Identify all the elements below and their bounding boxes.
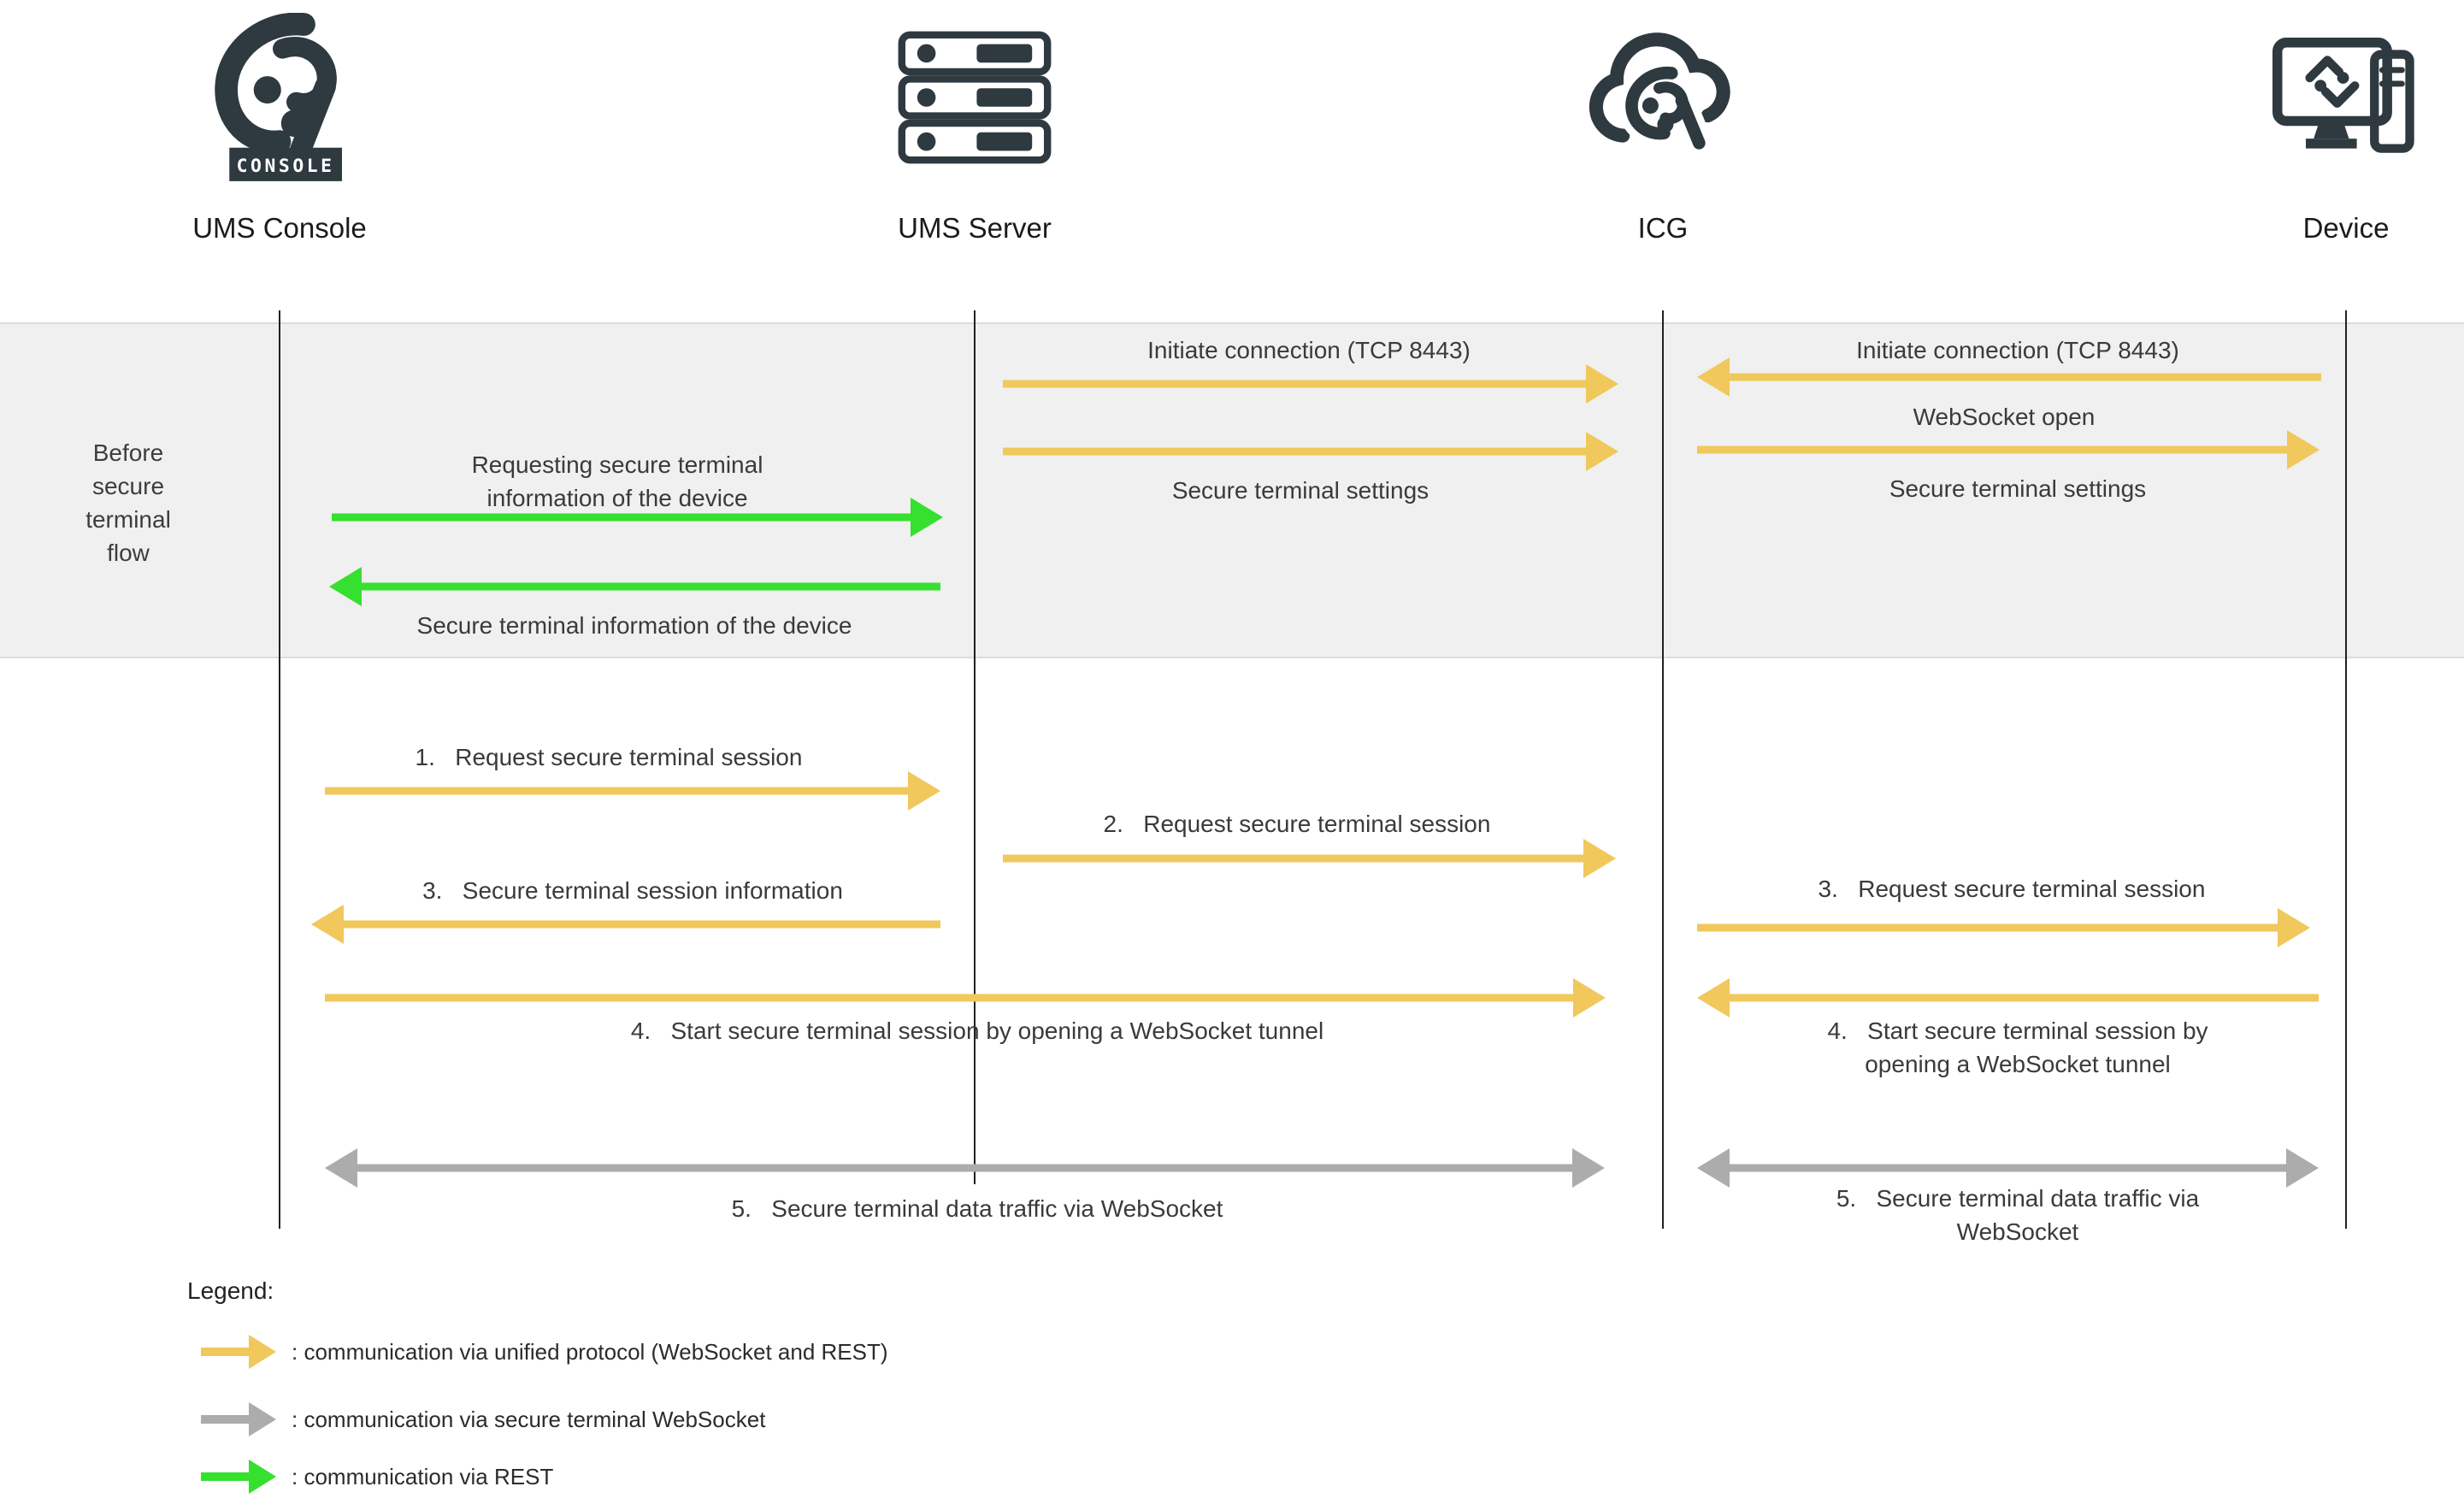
step5-data-traffic-icg-device	[1697, 1147, 2319, 1189]
requesting-secure-terminal-info-console-to-server	[332, 497, 943, 538]
step5-data-traffic-right-label: 5. Secure terminal data traffic via WebS…	[1836, 1185, 2200, 1245]
secure-terminal-settings-ums-server-to-icg	[1003, 431, 1618, 472]
entity-ums-server: UMS Server	[855, 7, 1094, 244]
legend-item-unified-protocol: : communication via unified protocol (We…	[201, 1333, 888, 1371]
websocket-open-label: WebSocket open	[1913, 404, 2096, 430]
legend-title: Legend:	[187, 1277, 274, 1304]
requesting-secure-terminal-info-label: Requesting secure terminal information o…	[471, 451, 763, 511]
lifeline-ums-server	[974, 310, 976, 1184]
svg-text:CONSOLE: CONSOLE	[237, 156, 335, 177]
initiate-connection-device-to-icg	[1697, 357, 2321, 398]
rest-arrow-icon	[201, 1458, 276, 1495]
entity-label-ums-server: UMS Server	[898, 212, 1052, 244]
workstation-icon	[2226, 7, 2464, 188]
legend-item-label: : communication via secure terminal WebS…	[292, 1406, 766, 1432]
step5-data-traffic-console-icg	[325, 1147, 1605, 1189]
step1-request-session-console-to-server	[325, 770, 940, 811]
step4-open-tunnel-long-label: 4. Start secure terminal session by open…	[630, 1017, 1324, 1044]
secure-terminal-websocket-arrow-icon	[201, 1401, 276, 1438]
lifeline-device	[2345, 310, 2347, 1229]
lifeline-icg	[1662, 310, 1664, 1229]
server-stack-icon	[855, 7, 1094, 188]
step4-open-tunnel-console-to-icg	[325, 977, 1606, 1018]
secure-terminal-settings-icg-to-device	[1697, 429, 2320, 470]
step3-request-session-icg-to-device	[1697, 907, 2310, 948]
entity-label-device: Device	[2302, 212, 2390, 244]
entity-ums-console: CONSOLE UMS Console	[160, 7, 399, 244]
entity-label-ums-console: UMS Console	[192, 212, 367, 244]
initiate-connection-ums-icg-label: Initiate connection (TCP 8443)	[1147, 337, 1471, 363]
step3-session-info-server-to-console	[311, 904, 940, 945]
step2-request-session-label: 2. Request secure terminal session	[1103, 811, 1491, 837]
lifeline-ums-console	[279, 310, 280, 1229]
step3-request-session-label: 3. Request secure terminal session	[1818, 876, 2206, 902]
secure-terminal-info-server-to-console	[329, 566, 940, 607]
legend-item-rest: : communication via REST	[201, 1458, 553, 1495]
step5-data-traffic-long-label: 5. Secure terminal data traffic via WebS…	[731, 1195, 1223, 1222]
legend-item-label: : communication via unified protocol (We…	[292, 1338, 888, 1365]
before-flow-band-label: Before secure terminal flow	[85, 439, 171, 566]
step3-session-info-label: 3. Secure terminal session information	[422, 877, 843, 904]
initiate-connection-device-icg-label: Initiate connection (TCP 8443)	[1856, 337, 2179, 363]
step2-request-session-server-to-icg	[1003, 838, 1616, 879]
step4-open-tunnel-device-to-icg	[1697, 977, 2319, 1018]
cloud-gateway-icon	[1543, 7, 1783, 188]
secure-terminal-settings-icg-device-label: Secure terminal settings	[1889, 475, 2147, 502]
entity-device: Device	[2226, 7, 2464, 244]
secure-terminal-info-label: Secure terminal information of the devic…	[416, 612, 852, 639]
unified-protocol-arrow-icon	[201, 1333, 276, 1371]
secure-terminal-settings-ums-icg-label: Secure terminal settings	[1171, 477, 1429, 504]
entity-label-icg: ICG	[1637, 212, 1689, 244]
legend-item-label: : communication via REST	[292, 1463, 554, 1489]
step1-request-session-label: 1. Request secure terminal session	[415, 744, 803, 770]
initiate-connection-ums-server-to-icg	[1003, 363, 1618, 404]
igel-console-logo-icon: CONSOLE	[160, 7, 399, 188]
entity-icg: ICG	[1543, 7, 1783, 244]
step4-open-tunnel-right-label: 4. Start secure terminal session by open…	[1827, 1017, 2208, 1077]
legend-item-secure-terminal-websocket: : communication via secure terminal WebS…	[201, 1401, 765, 1438]
